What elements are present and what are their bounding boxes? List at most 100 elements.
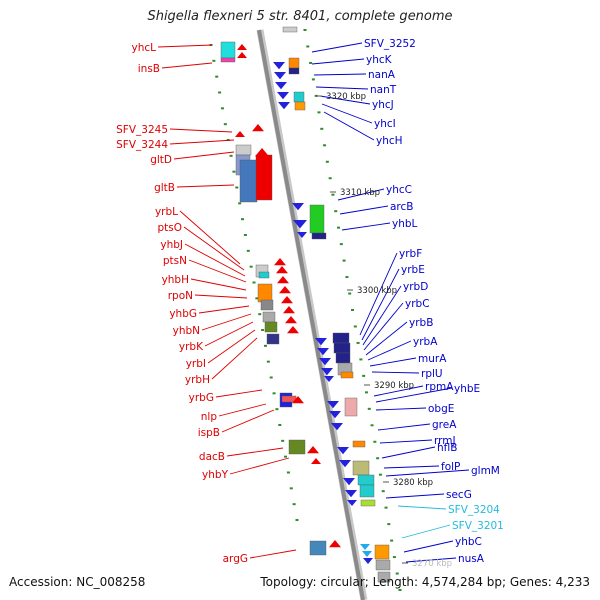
- left-track-guide: [275, 408, 279, 411]
- gene-arrow: [293, 220, 307, 229]
- gene-arrow: [363, 558, 373, 564]
- gene-label-yhbL: yhbL: [392, 218, 418, 230]
- label-leader-right: [373, 385, 424, 397]
- left-track-guide: [286, 471, 290, 474]
- label-leader-right: [367, 340, 412, 361]
- gene-label-gltD: gltD: [150, 154, 172, 166]
- gene-block: [257, 283, 273, 303]
- gene-block: [266, 333, 280, 345]
- gene-arrow: [237, 44, 247, 50]
- gene-arrow: [278, 102, 290, 110]
- right-track-guide: [339, 243, 343, 246]
- gene-block: [377, 571, 391, 583]
- gene-block: [309, 204, 325, 234]
- label-leader-right: [369, 357, 417, 367]
- gene-arrow: [307, 446, 319, 454]
- right-track-guide: [392, 556, 396, 559]
- right-track-guide: [362, 374, 366, 377]
- label-leader-right: [379, 439, 433, 444]
- left-track-guide: [229, 154, 233, 157]
- left-track-guide: [246, 249, 250, 252]
- gene-label-argG: argG: [223, 553, 248, 565]
- gene-arrow: [343, 478, 355, 486]
- gene-label-nusA: nusA: [458, 553, 485, 565]
- gene-arrows: [235, 44, 373, 564]
- right-track-guide: [306, 45, 310, 48]
- gene-label-yhcC: yhcC: [386, 184, 412, 196]
- gene-label-insB: insB: [138, 63, 160, 75]
- left-track-guide: [269, 376, 273, 379]
- gene-arrow: [235, 131, 245, 137]
- label-leader-left: [179, 210, 241, 265]
- gene-arrow: [360, 544, 370, 550]
- right-track-guide: [331, 193, 335, 196]
- label-leader-right: [365, 321, 408, 356]
- gene-block: [288, 57, 300, 69]
- gene-block: [333, 342, 351, 354]
- gene-arrow: [277, 92, 289, 100]
- label-leader-right: [311, 58, 365, 65]
- right-track-guide: [381, 490, 385, 493]
- gene-block: [340, 371, 354, 379]
- gene-label-nlp: nlp: [201, 411, 218, 423]
- label-leader-right: [311, 42, 363, 53]
- scale-tick-label: 3320 kbp: [326, 92, 366, 102]
- left-track-guide: [223, 123, 227, 126]
- gene-label-yhcI: yhcI: [374, 118, 396, 130]
- gene-arrow: [297, 232, 307, 238]
- gene-block: [258, 271, 270, 279]
- right-track-guide: [303, 29, 307, 31]
- gene-block: [344, 397, 358, 417]
- gene-label-yrbI: yrbI: [186, 358, 206, 370]
- gene-label-yhcK: yhcK: [366, 54, 393, 66]
- gene-label-yhbY: yhbY: [202, 469, 229, 481]
- gene-arrow: [317, 348, 329, 356]
- label-leader-right: [385, 469, 470, 477]
- label-leader-left: [198, 305, 250, 314]
- label-leader-left: [204, 321, 254, 347]
- gene-arrow: [292, 203, 304, 211]
- gene-arrow: [347, 500, 357, 506]
- label-leader-right: [321, 103, 373, 124]
- gene-label-SFV_3204: SFV_3204: [448, 504, 500, 516]
- gene-arrow: [292, 396, 304, 404]
- right-track-guide: [364, 391, 368, 394]
- left-track-guide: [212, 59, 216, 62]
- right-track-guide: [367, 407, 371, 410]
- gene-block: [335, 352, 351, 364]
- genome-axis-line: [257, 29, 365, 600]
- left-track-guide: [266, 360, 270, 363]
- label-leader-left: [226, 447, 284, 457]
- label-leader-right: [337, 188, 385, 201]
- label-leader-left: [221, 409, 275, 433]
- gene-arrow: [285, 316, 297, 324]
- gene-label-yhbJ: yhbJ: [160, 239, 183, 251]
- gene-block: [357, 474, 375, 486]
- left-track-guide: [258, 313, 262, 316]
- right-track-guide: [351, 309, 354, 311]
- left-track-guide: [241, 218, 245, 221]
- gene-block: [294, 101, 306, 111]
- gene-block: [264, 321, 278, 333]
- label-leader-right: [313, 73, 367, 76]
- left-track-guide: [218, 91, 222, 94]
- gene-label-folP: folP: [441, 461, 460, 473]
- right-track-guide: [376, 457, 380, 460]
- gene-label-yhcL: yhcL: [132, 42, 157, 54]
- right-track-guide: [345, 276, 349, 279]
- right-track-guide: [342, 259, 346, 262]
- label-leader-left: [218, 403, 267, 417]
- gene-block: [220, 57, 236, 63]
- gene-block: [239, 159, 258, 203]
- right-track-guide: [311, 78, 315, 81]
- right-track-guide: [395, 572, 399, 575]
- scale-tick-label: 3270 kbp: [412, 559, 452, 569]
- label-leader-right: [405, 557, 457, 563]
- label-leader-right: [323, 111, 375, 141]
- gene-block: [332, 332, 350, 344]
- left-track-guide: [289, 487, 293, 490]
- left-track-guide: [243, 234, 247, 236]
- gene-arrow: [329, 540, 341, 548]
- left-track-guide: [263, 344, 267, 347]
- gene-label-glmM: glmM: [471, 465, 500, 477]
